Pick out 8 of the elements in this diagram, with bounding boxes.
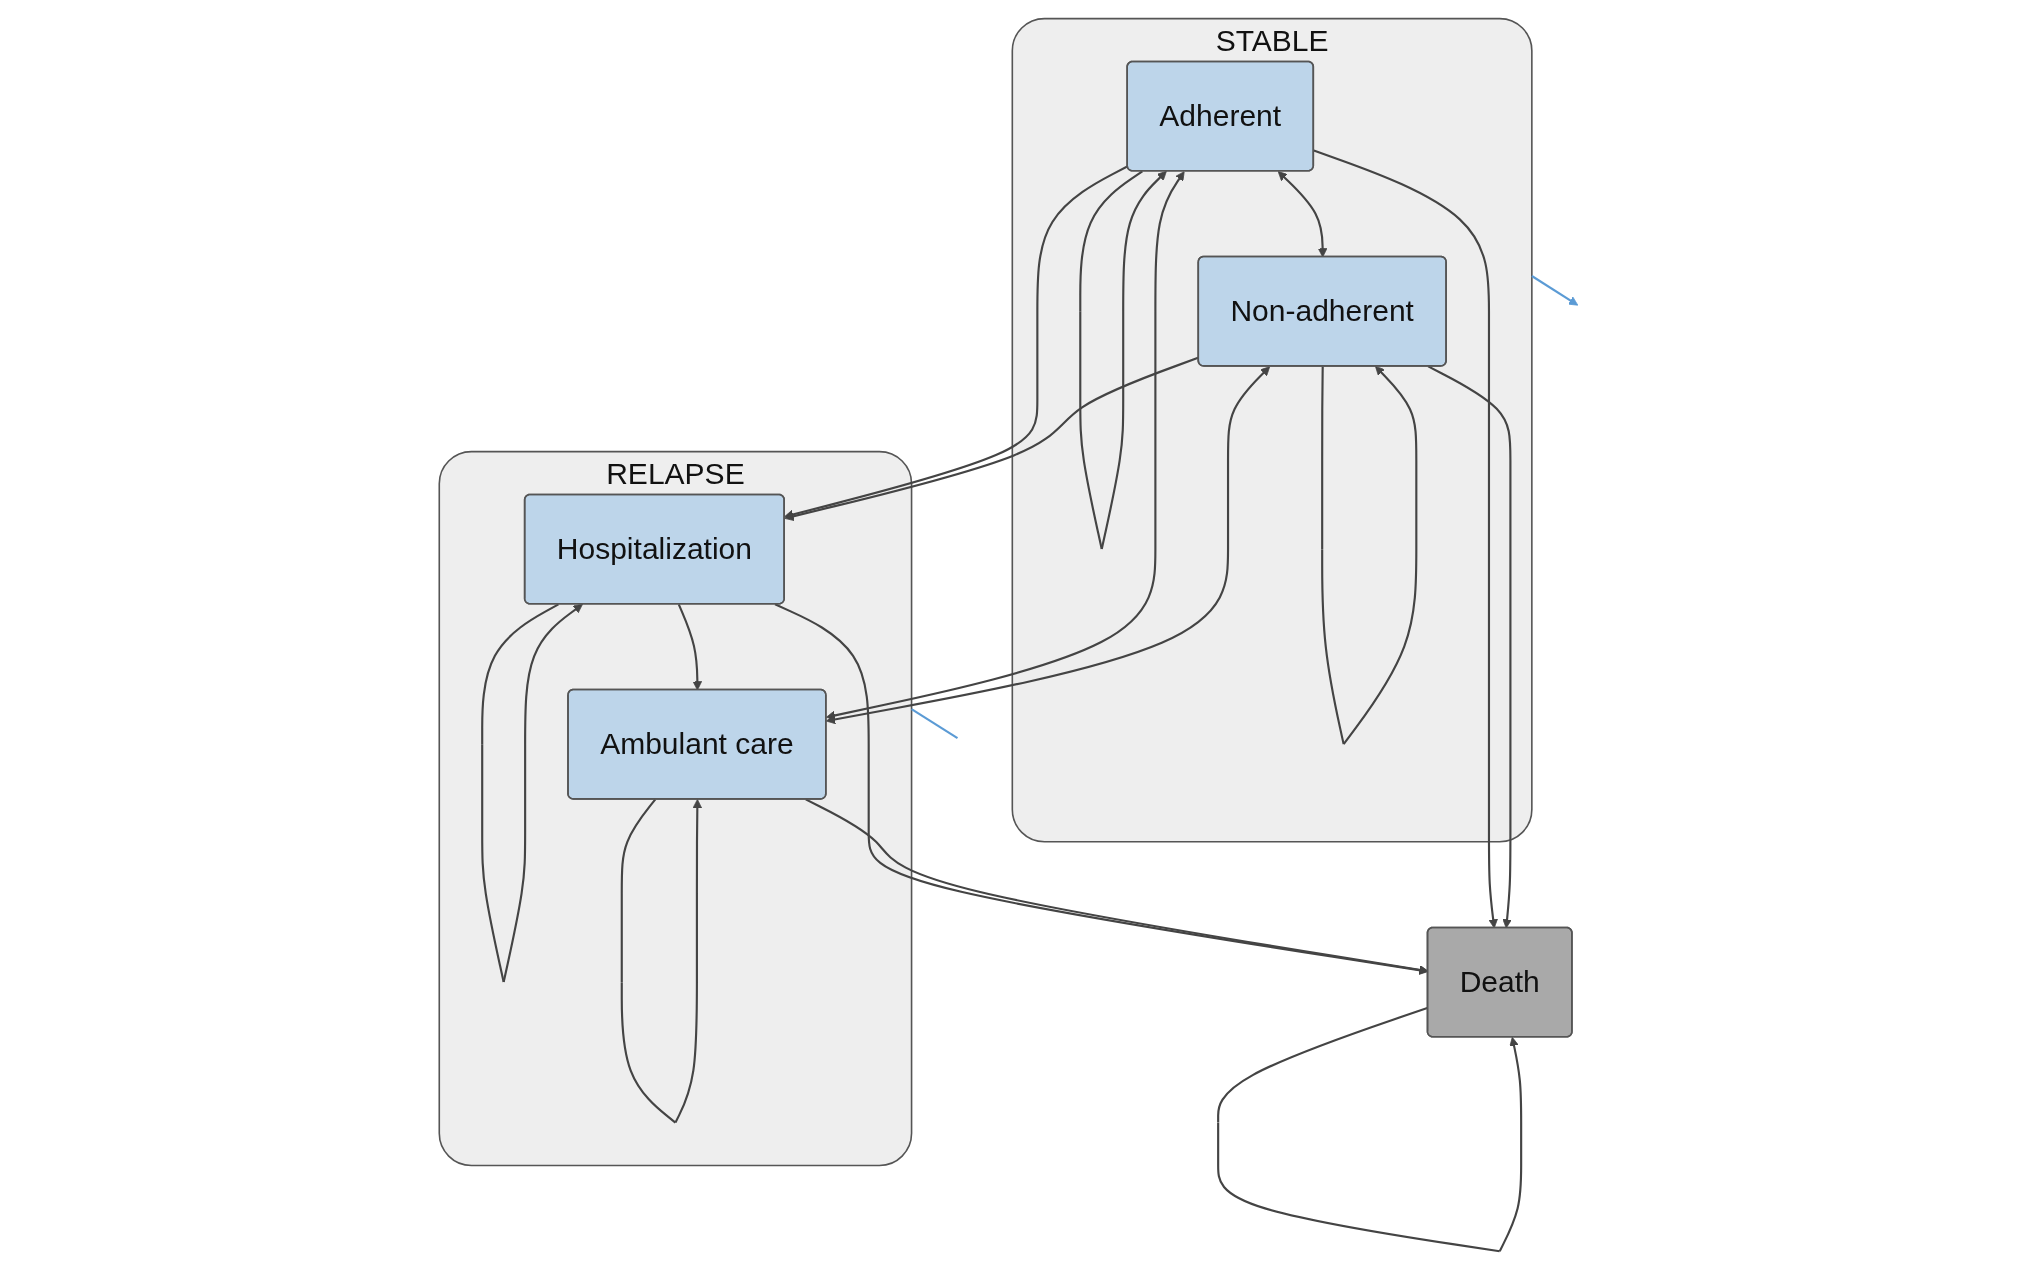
arrow — [1277, 171, 1328, 258]
arrow — [1531, 275, 1579, 306]
connector — [911, 708, 959, 740]
arrow — [825, 366, 1271, 725]
arrow — [825, 171, 1185, 721]
arrow — [1427, 365, 1512, 929]
arrow — [1313, 149, 1498, 929]
arrow — [677, 603, 703, 691]
